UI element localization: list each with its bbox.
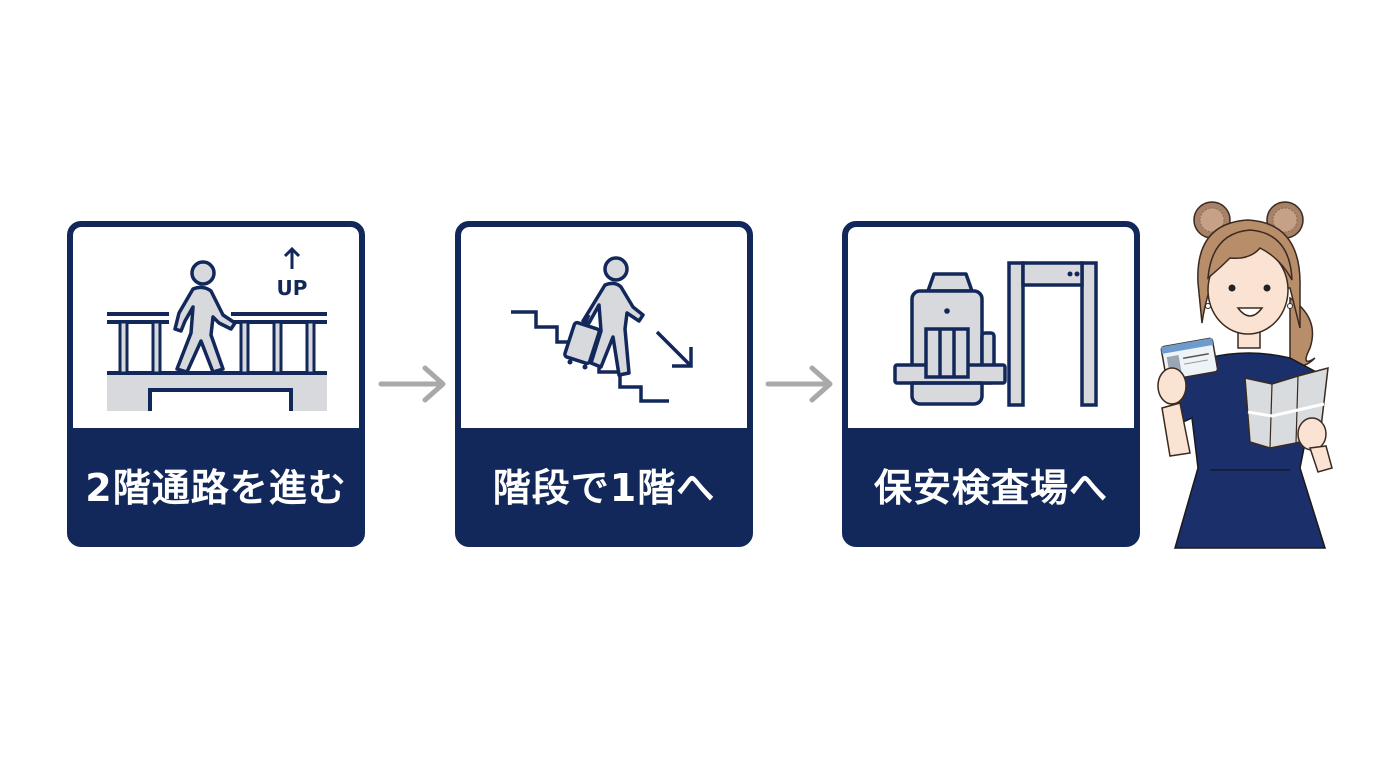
step-2-caption: 階段で1階へ xyxy=(492,466,716,510)
step-panel-1: UP 2階通路を進む xyxy=(67,221,365,547)
walkway-person-walking-icon: UP xyxy=(107,246,327,411)
up-label: UP xyxy=(277,276,308,300)
step-1-illustration: UP xyxy=(73,227,359,428)
step-panel-3: 保安検査場へ xyxy=(842,221,1140,547)
arrow-right-icon xyxy=(378,365,446,403)
step-3-illustration xyxy=(848,227,1134,428)
step-1-caption: 2階通路を進む xyxy=(85,466,347,510)
character-illustration xyxy=(1157,201,1333,549)
security-xray-and-metal-detector-icon xyxy=(893,261,1098,407)
step-panel-2: 階段で1階へ xyxy=(455,221,753,547)
stairs-down-with-suitcase-icon xyxy=(511,256,693,403)
step-3-caption: 保安検査場へ xyxy=(873,466,1108,510)
arrow-right-icon xyxy=(765,365,833,403)
step-2-illustration xyxy=(461,227,747,428)
